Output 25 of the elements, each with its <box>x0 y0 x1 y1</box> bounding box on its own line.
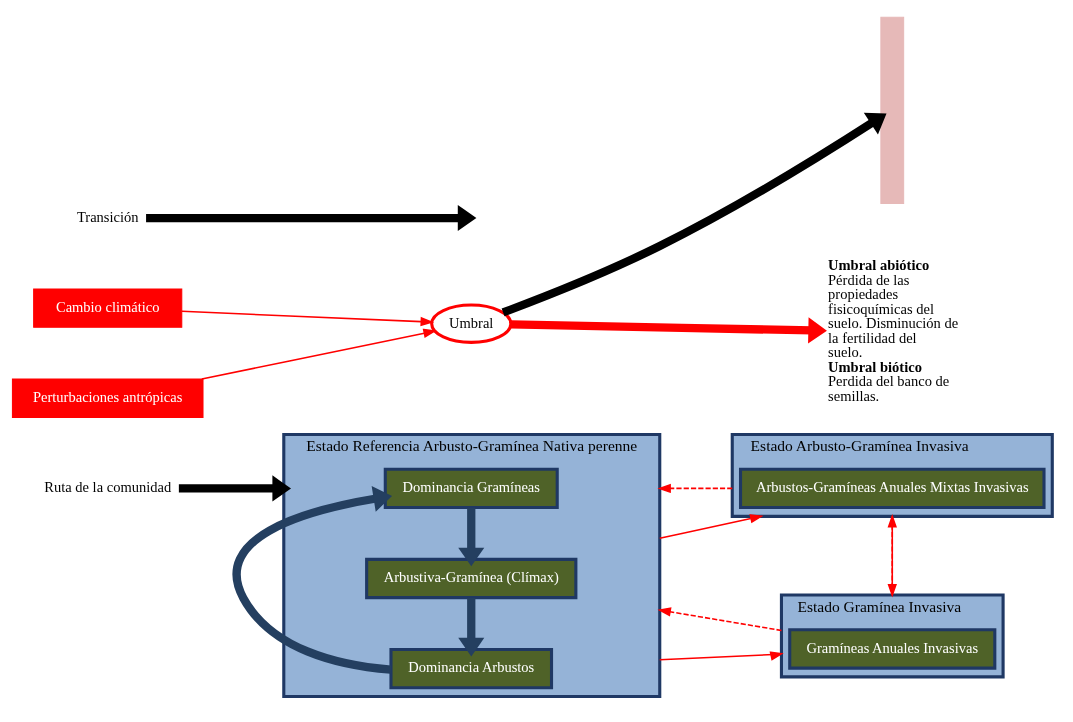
arrow <box>657 483 734 494</box>
node-box: Dominancia Arbustos <box>389 647 554 690</box>
node-box: Cambio climático <box>33 288 183 328</box>
node-box: Gramíneas Anuales Invasivas <box>788 628 997 670</box>
arrow <box>181 310 435 327</box>
node-box: Perturbaciones antrópicas <box>11 378 204 418</box>
arrow <box>510 317 827 344</box>
arrow <box>501 112 887 317</box>
arrow <box>201 328 437 380</box>
node-text: Ruta de la comunidad <box>44 479 172 496</box>
node-text: Transición <box>76 208 139 225</box>
arrow <box>458 597 485 657</box>
node-ellipse: Umbral <box>430 303 513 344</box>
node-box: Arbustos-Gramíneas Anuales Mixtas Invasivas <box>739 467 1046 510</box>
arrow <box>658 651 784 661</box>
arrow <box>232 486 393 674</box>
arrow <box>658 514 764 539</box>
arrow <box>657 607 783 632</box>
node-box: Dominancia Gramíneas <box>383 467 559 510</box>
arrow <box>146 205 477 232</box>
node-box: Arbustiva-Gramínea (Clímax) <box>365 557 578 600</box>
arrow <box>458 507 485 567</box>
node-bar <box>880 16 905 205</box>
node-text: Umbral abiótico Pérdida de las propiedades fisicoquímicas del suelo. Disminución de la fertilidad del suelo. Umbral biótico Perdida del banco de semillas. <box>828 257 959 404</box>
arrow <box>178 475 291 502</box>
